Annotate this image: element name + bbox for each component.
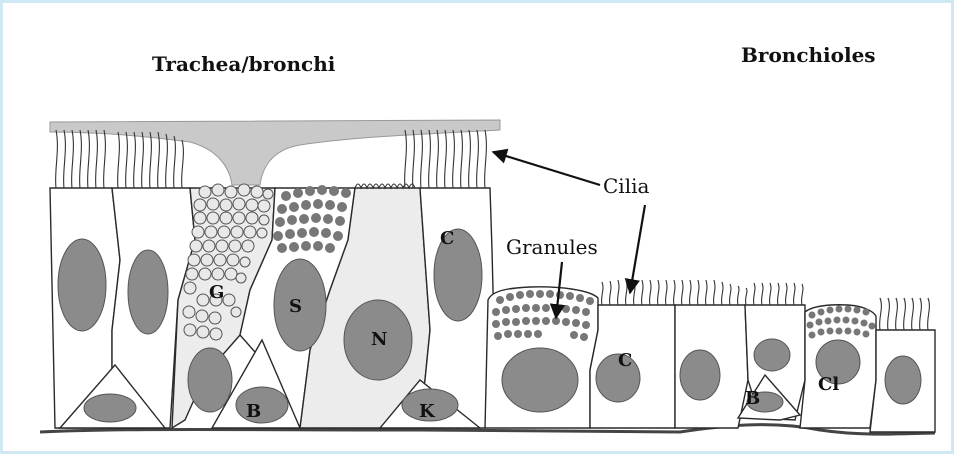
ciliated-cell-letter-1: C — [440, 228, 454, 249]
cilia-label: Cilia — [603, 174, 649, 198]
basal-cell-letter-1: B — [246, 401, 261, 422]
cilia-arrow-left — [493, 152, 600, 185]
neuroendocrine-cell-letter: N — [371, 329, 387, 350]
basal-cell-letter-2: B — [745, 388, 760, 409]
bronchioles-title: Bronchioles — [741, 43, 876, 67]
trachea-bronchi-title: Trachea/bronchi — [152, 52, 336, 76]
granules-label: Granules — [506, 235, 598, 259]
ciliated-cell-letter-2: C — [618, 350, 632, 371]
cilia-arrow-right — [630, 205, 645, 293]
goblet-cell-letter: G — [209, 282, 224, 303]
serous-cell-letter: S — [289, 296, 302, 317]
kulchitsky-cell-letter: K — [419, 401, 436, 422]
club-cell-letter: Cl — [818, 374, 839, 395]
